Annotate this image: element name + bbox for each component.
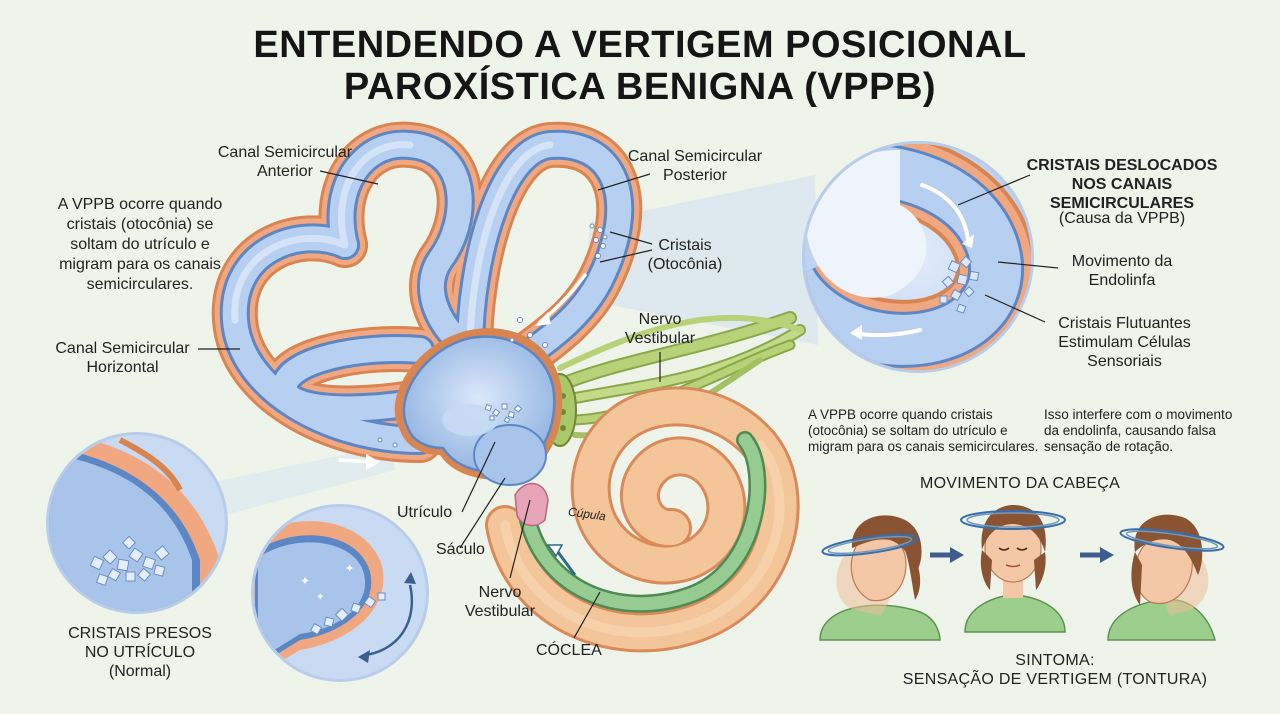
otoconia-crystals [377, 223, 608, 448]
label-vestibular-nerve-top: Nervo Vestibular [600, 310, 720, 348]
label-vestibular-nerve-top-line-1: Nervo [638, 311, 682, 328]
inset-left-caption-line-1: CRISTAIS PRESOS [68, 625, 212, 642]
explain-left-line-3: migram para os canais semicirculares. [808, 439, 1039, 454]
explain-right-line-3: sensação de rotação. [1044, 439, 1174, 454]
inset-right-floating-line-3: Sensoriais [1087, 353, 1162, 370]
label-anterior-canal-line-1: Canal Semicircular [217, 144, 353, 161]
symptom-line-2: SENSAÇÃO DE VERTIGEM (TONTURA) [902, 671, 1208, 688]
label-posterior-canal: Canal Semicircular Posterior [610, 147, 780, 185]
inset-right-title: CRISTAIS DESLOCADOS NOS CANAIS SEMICIRCU… [1022, 156, 1222, 213]
intro-text: A VPPB ocorre quando cristais (otocônia)… [40, 195, 240, 295]
explain-left: A VPPB ocorre quando cristais (otocônia)… [808, 407, 1038, 455]
explain-right-line-2: da endolinfa, causando falsa [1044, 423, 1216, 438]
vestibule [394, 328, 563, 486]
label-anterior-canal-line-2: Anterior [256, 163, 314, 180]
symptom-line-1: SINTOMA: [1015, 652, 1095, 669]
explain-left-line-1: A VPPB ocorre quando cristais [808, 407, 993, 422]
label-crystals-line-1: Cristais [658, 237, 712, 254]
inset-left-caption-line-3: (Normal) [108, 663, 172, 680]
inset-right-floating: Cristais Flutuantes Estimulam Células Se… [1042, 314, 1207, 371]
label-anterior-canal: Canal Semicircular Anterior [200, 143, 370, 181]
explain-right-line-1: Isso interfere com o movimento [1044, 407, 1233, 422]
head-movement-title: MOVIMENTO DA CABEÇA [919, 475, 1121, 492]
title-line-1: ENTENDENDO A VERTIGEM POSICIONAL [253, 24, 1027, 66]
label-crystals: Cristais (Otocônia) [630, 236, 740, 274]
inset-displaced-crystals [802, 141, 1059, 373]
intro-line-5: semicirculares. [86, 276, 194, 293]
intro-line-1: A VPPB ocorre quando [57, 196, 223, 213]
label-horizontal-canal: Canal Semicircular Horizontal [40, 339, 205, 377]
explain-left-line-2: (otocônia) se soltam do utrículo e [808, 423, 1008, 438]
label-vestibular-nerve-bottom: Nervo Vestibular [440, 583, 560, 621]
intro-line-4: migram para os canais [59, 256, 221, 273]
inset-left-caption: CRISTAIS PRESOS NO UTRÍCULO (Normal) [50, 624, 230, 681]
inset-right-floating-line-2: Estimulam Células [1058, 334, 1191, 351]
inset-left-caption-line-2: NO UTRÍCULO [84, 644, 196, 661]
inset-stuck-crystals [46, 432, 228, 614]
label-posterior-canal-line-1: Canal Semicircular [627, 148, 763, 165]
label-horizontal-canal-line-1: Canal Semicircular [55, 340, 190, 357]
intro-line-2: cristais (otocônia) se [66, 216, 214, 233]
explain-right: Isso interfere com o movimento da endoli… [1044, 407, 1232, 455]
label-crystals-line-2: (Otocônia) [647, 256, 723, 273]
inset-right-title-line-2: NOS CANAIS [1071, 176, 1173, 193]
label-posterior-canal-line-2: Posterior [662, 167, 728, 184]
svg-text:✦: ✦ [316, 592, 324, 603]
inset-right-title-line-1: CRISTAIS DESLOCADOS [1026, 157, 1218, 174]
head-movement-sequence [819, 505, 1225, 641]
label-horizontal-canal-line-2: Horizontal [86, 359, 159, 376]
svg-text:✦: ✦ [345, 563, 354, 575]
inset-right-subtitle: (Causa da VPPB) [1058, 210, 1186, 227]
inset-right-endolymph-line-2: Endolinfa [1088, 272, 1156, 289]
vestibular-nerve [543, 311, 806, 447]
zoom-beam-right [585, 175, 818, 345]
semicircular-canals [211, 121, 643, 463]
head-1 [819, 515, 941, 641]
head-2 [960, 505, 1066, 633]
label-cochlea: CÓCLEA [536, 642, 602, 659]
intro-line-3: soltam do utrículo e [70, 236, 210, 253]
inset-right-floating-line-1: Cristais Flutuantes [1058, 315, 1191, 332]
symptom: SINTOMA: SENSAÇÃO DE VERTIGEM (TONTURA) [890, 651, 1220, 689]
label-vestibular-nerve-top-line-2: Vestibular [624, 330, 696, 347]
head-3 [1107, 514, 1225, 641]
label-utricle: Utrículo [397, 504, 453, 521]
cochlea [485, 386, 800, 653]
inset-right-endolymph-line-1: Movimento da [1071, 253, 1173, 270]
inset-right-endolymph: Movimento da Endolinfa [1052, 252, 1192, 290]
svg-text:✦: ✦ [300, 574, 310, 588]
zoom-beam-left [200, 445, 395, 515]
label-saccule: Sáculo [436, 541, 485, 558]
inset-loose-crystals: ✦ ✦ ✦ [251, 504, 429, 682]
title-line-2: PAROXÍSTICA BENIGNA (VPPB) [343, 66, 937, 108]
label-vestibular-nerve-bottom-line-1: Nervo [478, 584, 522, 601]
label-vestibular-nerve-bottom-line-2: Vestibular [464, 603, 536, 620]
leader-lines [198, 170, 661, 639]
inset-right-title-line-3: SEMICIRCULARES [1049, 195, 1194, 212]
